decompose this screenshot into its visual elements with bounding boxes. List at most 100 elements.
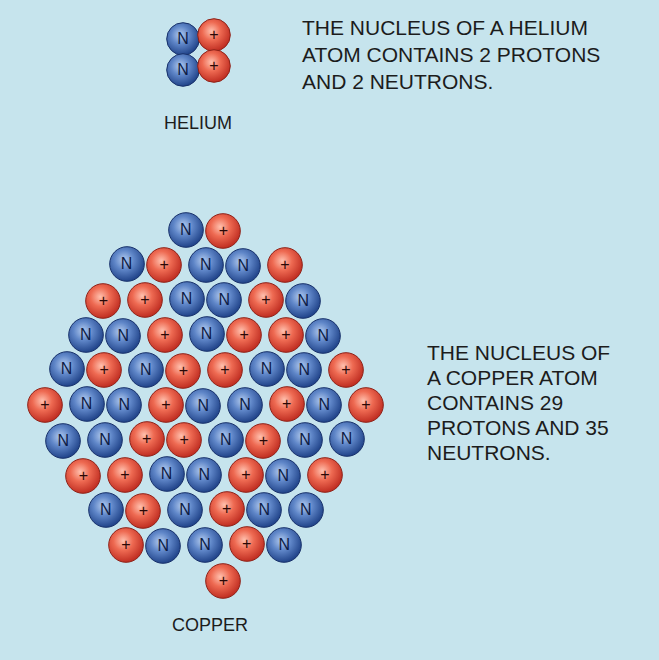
particle-symbol: + (40, 397, 49, 413)
proton-sphere: + (207, 352, 243, 388)
copper-description: THE NUCLEUS OF A COPPER ATOM CONTAINS 29… (427, 340, 617, 465)
proton-sphere: + (268, 317, 304, 353)
particle-symbol: + (79, 468, 88, 484)
particle-symbol: + (241, 467, 250, 483)
proton-sphere: + (228, 457, 264, 493)
proton-sphere: + (127, 282, 163, 318)
proton-sphere: + (166, 422, 202, 458)
neutron-sphere: N (305, 318, 341, 354)
proton-sphere: + (229, 526, 265, 562)
particle-symbol: N (239, 397, 251, 413)
particle-symbol: + (222, 501, 231, 517)
particle-symbol: N (201, 326, 213, 342)
particle-symbol: N (278, 468, 290, 484)
neutron-sphere: N (185, 388, 221, 424)
neutron-sphere: N (145, 528, 181, 564)
neutron-sphere: N (189, 316, 225, 352)
neutron-sphere: N (167, 492, 203, 528)
particle-symbol: N (100, 502, 112, 518)
neutron-sphere: N (329, 421, 365, 457)
particle-symbol: + (140, 292, 149, 308)
particle-symbol: N (58, 433, 70, 449)
neutron-sphere: N (106, 387, 142, 423)
neutron-sphere: N (68, 317, 104, 353)
neutron-sphere: N (169, 281, 205, 317)
particle-symbol: + (179, 363, 188, 379)
neutron-sphere: N (265, 458, 301, 494)
neutron-sphere: N (249, 351, 285, 387)
proton-sphere: + (147, 317, 183, 353)
particle-symbol: + (341, 362, 350, 378)
particle-symbol: + (160, 327, 169, 343)
proton-sphere: + (328, 352, 364, 388)
proton-sphere: + (86, 352, 122, 388)
neutron-sphere: N (306, 387, 342, 423)
neutron-sphere: N (208, 422, 244, 458)
particle-symbol: N (161, 466, 173, 482)
particle-symbol: + (282, 396, 291, 412)
neutron-sphere: N (227, 387, 263, 423)
particle-symbol: N (200, 257, 212, 273)
particle-symbol: + (261, 292, 270, 308)
proton-sphere: + (197, 18, 231, 52)
particle-symbol: N (218, 292, 230, 308)
particle-symbol: + (180, 432, 189, 448)
particle-symbol: N (118, 328, 130, 344)
proton-sphere: + (205, 563, 241, 599)
neutron-sphere: N (288, 492, 324, 528)
particle-symbol: + (100, 362, 109, 378)
particle-symbol: + (121, 537, 130, 553)
particle-symbol: + (120, 467, 129, 483)
particle-symbol: N (61, 361, 73, 377)
particle-symbol: + (219, 223, 228, 239)
particle-symbol: + (259, 433, 268, 449)
particle-symbol: N (179, 502, 191, 518)
particle-symbol: + (99, 293, 108, 309)
neutron-sphere: N (166, 22, 200, 56)
proton-sphere: + (146, 247, 182, 283)
particle-symbol: + (240, 327, 249, 343)
proton-sphere: + (348, 387, 384, 423)
particle-symbol: + (361, 397, 370, 413)
particle-symbol: N (158, 538, 170, 554)
particle-symbol: + (281, 327, 290, 343)
element-name: HELIUM (164, 112, 232, 134)
neutron-sphere: N (225, 248, 261, 284)
particle-symbol: N (198, 467, 210, 483)
particle-symbol: + (242, 536, 251, 552)
particle-symbol: + (139, 503, 148, 519)
particle-symbol: N (198, 398, 210, 414)
neutron-sphere: N (187, 527, 223, 563)
particle-symbol: + (280, 257, 289, 273)
particle-symbol: N (298, 293, 310, 309)
neutron-sphere: N (285, 283, 321, 319)
neutron-sphere: N (105, 318, 141, 354)
neutron-sphere: N (246, 492, 282, 528)
proton-sphere: + (209, 491, 245, 527)
particle-symbol: N (177, 31, 189, 47)
helium-description: THE NUCLEUS OF A HELIUM ATOM CONTAINS 2 … (302, 14, 642, 95)
proton-sphere: + (165, 353, 201, 389)
particle-symbol: N (318, 397, 330, 413)
particle-symbol: N (298, 362, 310, 378)
proton-sphere: + (307, 457, 343, 493)
particle-symbol: + (160, 257, 169, 273)
particle-symbol: N (140, 362, 152, 378)
particle-symbol: N (180, 222, 192, 238)
proton-sphere: + (148, 387, 184, 423)
particle-symbol: N (341, 431, 353, 447)
particle-symbol: + (209, 58, 218, 74)
particle-symbol: + (220, 362, 229, 378)
neutron-sphere: N (88, 492, 124, 528)
proton-sphere: + (267, 247, 303, 283)
particle-symbol: N (299, 432, 311, 448)
proton-sphere: + (65, 458, 101, 494)
neutron-sphere: N (87, 422, 123, 458)
particle-symbol: + (161, 397, 170, 413)
particle-symbol: N (278, 537, 290, 553)
neutron-sphere: N (45, 423, 81, 459)
particle-symbol: N (220, 432, 232, 448)
particle-symbol: N (81, 396, 93, 412)
proton-sphere: + (125, 493, 161, 529)
neutron-sphere: N (109, 246, 145, 282)
